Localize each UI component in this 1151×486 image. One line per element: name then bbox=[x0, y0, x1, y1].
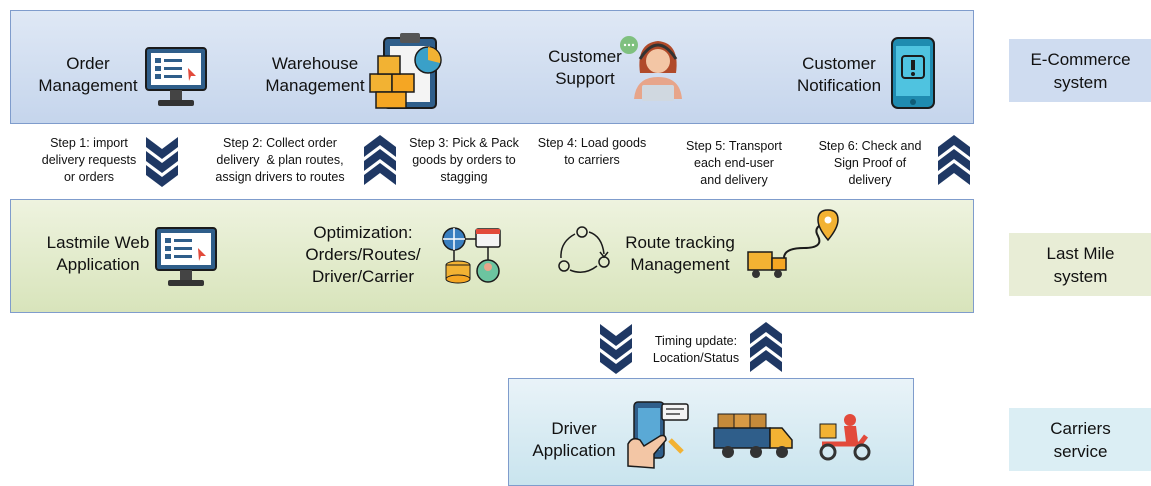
phone-notification-icon bbox=[891, 37, 935, 109]
step-5-label: Step 5: Transport each end-user and deli… bbox=[686, 139, 782, 187]
delivery-truck-icon bbox=[713, 413, 793, 458]
monitor-icon bbox=[155, 227, 217, 286]
optimization-label: Optimization: Orders/Routes/ Driver/Carr… bbox=[305, 223, 421, 286]
customer-support-label: Customer Support bbox=[548, 47, 622, 88]
data-network-icon bbox=[442, 227, 501, 284]
customer-notification-label: Customer Notification bbox=[796, 54, 882, 95]
timing-update-label: Timing update: Location/Status bbox=[652, 334, 740, 365]
chevron-up-icon bbox=[938, 135, 970, 185]
monitor-icon bbox=[145, 47, 207, 106]
warehouse-management-label: Warehouse Management bbox=[265, 54, 365, 95]
cycle-arrows-icon bbox=[558, 226, 610, 273]
ecommerce-system-label: E-Commerce system bbox=[1009, 39, 1151, 102]
step-1-label: Step 1: import delivery requests or orde… bbox=[41, 136, 137, 184]
route-tracking-label: Route tracking Management bbox=[625, 233, 735, 274]
step-4-label: Step 4: Load goods to carriers bbox=[537, 136, 647, 167]
support-agent-icon bbox=[620, 36, 682, 101]
chevron-down-icon bbox=[600, 324, 632, 374]
step-3-label: Step 3: Pick & Pack goods by orders to s… bbox=[409, 136, 519, 184]
step-2-label: Step 2: Collect order delivery & plan ro… bbox=[215, 136, 345, 184]
lastmile-system-label: Last Mile system bbox=[1009, 233, 1151, 296]
driver-application-label: Driver Application bbox=[532, 419, 616, 460]
chevron-up-icon bbox=[364, 135, 396, 185]
route-truck-icon bbox=[747, 209, 839, 278]
lastmile-web-app-label: Lastmile Web Application bbox=[46, 233, 150, 274]
order-management-label: Order Management bbox=[38, 54, 138, 95]
warehouse-clipboard-icon bbox=[369, 33, 442, 109]
chevron-down-icon bbox=[146, 137, 178, 187]
carriers-service-label: Carriers service bbox=[1009, 408, 1151, 471]
mobile-app-hand-icon bbox=[627, 401, 689, 469]
chevron-up-icon bbox=[750, 322, 782, 372]
step-6-label: Step 6: Check and Sign Proof of delivery bbox=[818, 139, 922, 187]
delivery-scooter-icon bbox=[819, 414, 871, 461]
